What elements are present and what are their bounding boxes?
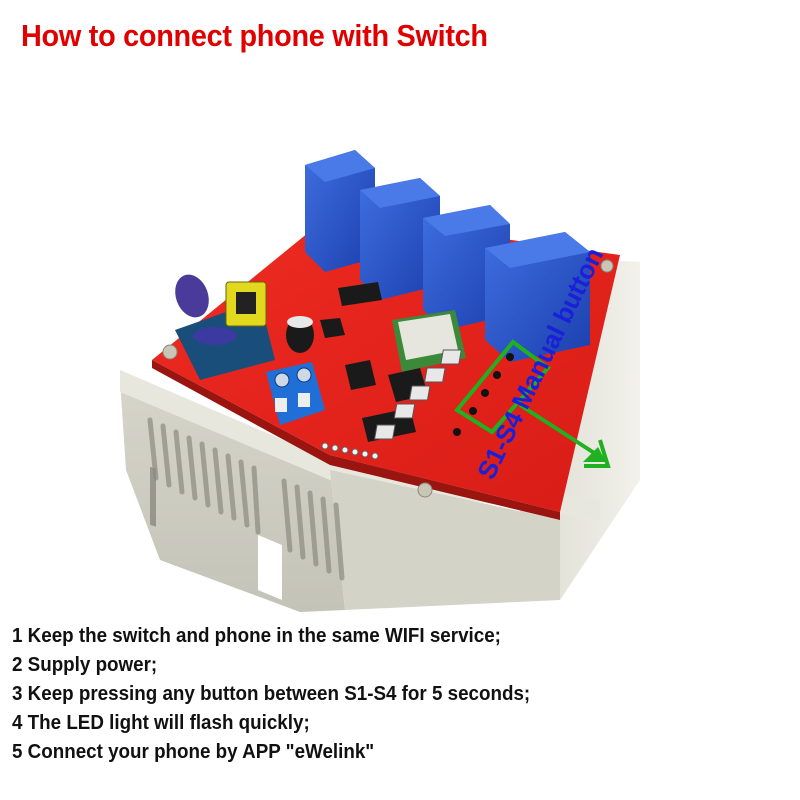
header-pins — [321, 442, 379, 460]
step-1: 1 Keep the switch and phone in the same … — [12, 625, 501, 647]
arrow-icon — [518, 403, 604, 460]
s1-s4-highlight — [454, 339, 611, 468]
power-module — [175, 274, 314, 380]
relay-1 — [305, 150, 375, 272]
relays — [305, 150, 590, 362]
relay-2 — [360, 178, 440, 300]
manual-buttons — [374, 349, 514, 440]
step-4: 4 The LED light will flash quickly; — [12, 712, 310, 734]
terminal-block — [266, 362, 325, 425]
step-2: 2 Supply power; — [12, 654, 158, 676]
page-title: How to connect phone with Switch — [21, 18, 488, 53]
instruction-steps: 1 Keep the switch and phone in the same … — [12, 622, 563, 767]
step-5: 5 Connect your phone by APP "eWelink" — [12, 741, 375, 763]
relay-4 — [485, 232, 590, 362]
step-3: 3 Keep pressing any button between S1-S4… — [12, 683, 531, 705]
